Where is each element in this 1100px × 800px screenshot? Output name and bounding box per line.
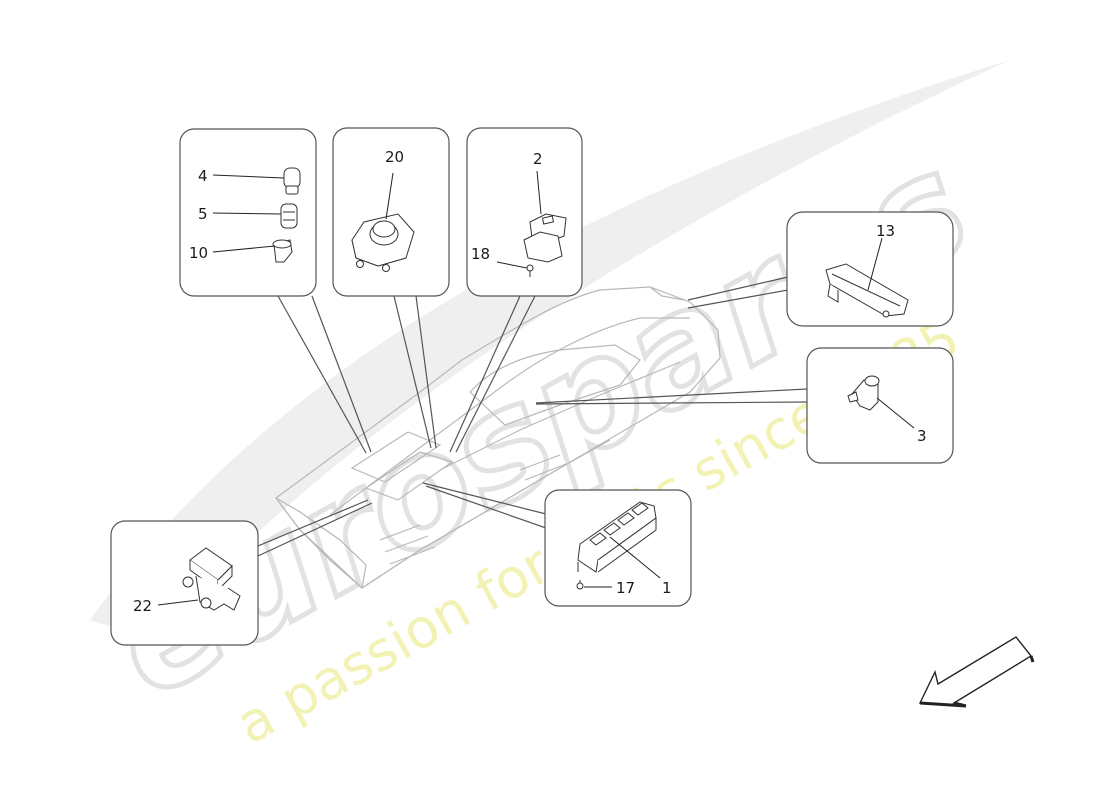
callout-2: 2 [533, 150, 543, 168]
detail-box-20: 20 [332, 127, 450, 297]
arrow-down-left-icon [918, 636, 1035, 708]
callout-10: 10 [189, 244, 208, 262]
leader-box-2-18 [449, 295, 536, 453]
arrow-body [918, 636, 1033, 707]
leader-4 [212, 174, 285, 179]
detail-box-3: 3 [806, 347, 954, 464]
arrow-shadow [919, 655, 1035, 708]
part-4-bulb [283, 167, 301, 195]
callout-22: 22 [133, 597, 152, 615]
part-3-sensor [847, 375, 880, 411]
leader-3 [876, 397, 915, 429]
part-2-switch [523, 213, 567, 263]
callout-18: 18 [471, 245, 490, 263]
leader-box-1-17 [422, 482, 547, 529]
detail-box-frame [806, 347, 954, 464]
leader-2 [536, 170, 542, 215]
leader-1 [609, 536, 661, 579]
console-cupholder [350, 431, 442, 483]
console-vent-a [379, 524, 436, 565]
callout-17: 17 [616, 579, 635, 597]
part-10-connector [272, 239, 293, 263]
detail-box-frame [466, 127, 583, 297]
console-shifter-bay [364, 451, 454, 501]
detail-box-frame [786, 211, 954, 327]
leader-18 [496, 261, 528, 269]
detail-box-13: 13 [786, 211, 954, 327]
console-front-panel [275, 497, 367, 590]
detail-box-22: 22 [110, 520, 259, 646]
leader-box-13 [687, 276, 789, 309]
leader-22 [157, 599, 199, 606]
leader-10 [212, 245, 276, 253]
detail-box-2-18: 2 18 [466, 127, 583, 297]
console-rear-edge [649, 286, 685, 301]
callout-3: 3 [917, 427, 927, 445]
center-console [275, 286, 721, 590]
part-13-switch-panel [825, 263, 909, 318]
console-vent-b [519, 454, 567, 481]
console-armrest [469, 344, 641, 426]
callout-20: 20 [385, 148, 404, 166]
leader-20 [385, 172, 394, 220]
callout-4: 4 [198, 167, 208, 185]
console-lower-trim [361, 439, 611, 589]
part-22-button [182, 547, 241, 611]
callout-5: 5 [198, 205, 208, 223]
callout-13: 13 [876, 222, 895, 240]
leader-13 [867, 237, 883, 291]
detail-box-4-5-10: 4 5 10 [179, 128, 317, 297]
detail-box-1-17: 1 17 [544, 489, 692, 607]
leader-box-3 [535, 388, 808, 405]
leader-5 [212, 212, 282, 215]
part-17-screw [576, 580, 584, 590]
console-top-surface [329, 317, 690, 516]
leader-box-20 [393, 295, 437, 449]
leader-box-4-5-10 [277, 295, 372, 454]
console-side-line [439, 361, 681, 471]
part-5-socket [280, 203, 298, 229]
part-20-rotary-controller [351, 213, 415, 272]
callout-1: 1 [662, 579, 672, 597]
